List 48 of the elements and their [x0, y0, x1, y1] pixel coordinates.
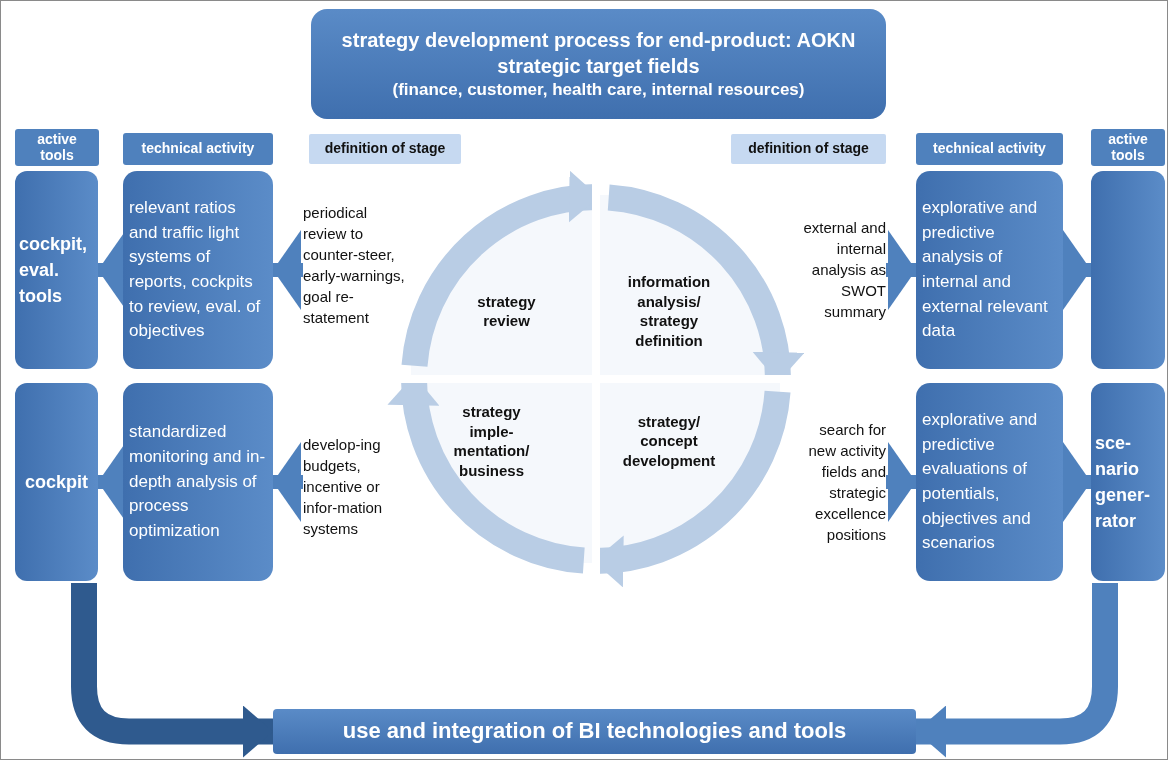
activity-box	[916, 171, 1063, 369]
tool-box	[1091, 383, 1165, 581]
box-text: strategy development process for end-product: AOKN strategic target fields	[341, 27, 856, 79]
box-text: definition of stage	[324, 141, 446, 157]
box-text: cockpit, eval. tools	[19, 232, 89, 309]
activity-box	[123, 171, 273, 369]
stage-name: information analysis/ strategy definition	[626, 272, 712, 350]
banner-box	[273, 709, 916, 754]
stage-name: strategy imple-mentation/ business	[452, 402, 531, 480]
header-tag	[123, 133, 273, 165]
box-text: explorative and predictive evaluations of potentials, objectives and scenarios	[922, 409, 1039, 555]
chevron-arrow	[886, 442, 916, 522]
chevron-arrow	[1063, 442, 1091, 522]
box-text: explorative and predictive analysis of internal and external relevant data	[922, 197, 1049, 343]
header-tag	[731, 134, 886, 164]
activity-box	[123, 383, 273, 581]
title-banner	[311, 9, 886, 119]
box-text: sce-nario gener-rator	[1095, 431, 1151, 534]
tool-box	[15, 171, 98, 369]
stage-description: develop-ing budgets, incentive or infor-mation systems	[303, 434, 384, 539]
header-tag	[15, 129, 99, 166]
header-tag	[309, 134, 461, 164]
stage-description: periodical review to counter-steer, early-warnings, goal re-statement	[303, 202, 406, 328]
box-text: use and integration of BI technologies and tools	[342, 718, 847, 745]
stage-name: strategy review	[476, 291, 537, 331]
box-text: (finance, customer, health care, internal resources)	[392, 78, 805, 101]
header-tag	[916, 133, 1063, 165]
box-text: active tools	[36, 132, 78, 163]
block-arrow	[916, 583, 1118, 758]
box-text: cockpit	[25, 470, 88, 494]
box-text: technical activity	[141, 141, 255, 157]
stage-description: search for new activity fields and strategic excellence positions	[807, 420, 886, 545]
stage-name: strategy/ concept development	[621, 411, 717, 471]
tool-box	[15, 383, 98, 581]
box-text: relevant ratios and traffic light systems of reports, cockpits to review, eval. of objectives	[129, 197, 262, 343]
chevron-arrow	[1063, 230, 1091, 310]
chevron-arrow	[273, 442, 303, 522]
chevron-arrow	[273, 230, 303, 310]
block-arrow	[71, 583, 273, 758]
header-tag	[1091, 129, 1165, 166]
activity-box	[916, 383, 1063, 581]
box-text: active tools	[1107, 132, 1149, 163]
chevron-arrow	[886, 230, 916, 310]
stage-description: external and internal analysis as SWOT summary	[802, 218, 886, 322]
tool-box	[1091, 171, 1165, 369]
box-text: standardized monitoring and in-depth analysis of process optimization	[129, 421, 267, 542]
box-text: definition of stage	[748, 141, 869, 157]
box-text: technical activity	[933, 141, 1046, 157]
